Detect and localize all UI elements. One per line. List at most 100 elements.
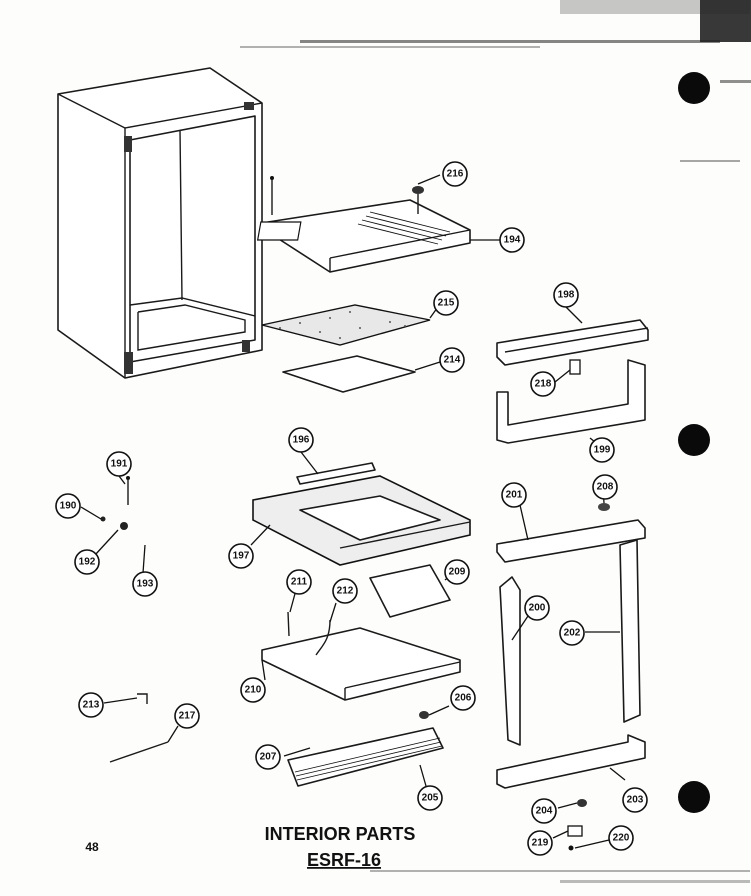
top-panel <box>496 319 649 366</box>
callout-label: 209 <box>449 567 466 578</box>
callout-label: 193 <box>137 579 154 590</box>
callout-label: 218 <box>535 379 552 390</box>
leader-line <box>142 544 146 574</box>
callout-202: 202 <box>559 620 585 646</box>
callout-label: 208 <box>597 482 614 493</box>
callout-212: 212 <box>332 578 358 604</box>
hose <box>315 619 331 656</box>
callout-200: 200 <box>524 595 550 621</box>
callout-205: 205 <box>417 785 443 811</box>
callout-label: 210 <box>245 685 262 696</box>
page-title: INTERIOR PARTS <box>265 824 416 844</box>
leader-line <box>250 524 271 546</box>
callout-217: 217 <box>174 703 200 729</box>
evaporator-shelf <box>252 462 471 566</box>
clip <box>569 359 581 375</box>
callout-label: 217 <box>179 711 196 722</box>
leader-line <box>103 697 138 704</box>
leader-line <box>167 725 179 743</box>
callout-210: 210 <box>240 677 266 703</box>
scan-noise-bottom <box>370 870 750 883</box>
callout-206: 206 <box>450 685 476 711</box>
screw <box>568 845 574 851</box>
door-top-strip <box>496 519 646 563</box>
leader-line <box>283 747 311 757</box>
callout-label: 192 <box>79 557 96 568</box>
callout-191: 191 <box>106 451 132 477</box>
callout-label: 216 <box>447 169 464 180</box>
callout-label: 204 <box>536 806 553 817</box>
callout-label: 203 <box>627 795 644 806</box>
callout-label: 194 <box>504 235 521 246</box>
leader-line <box>94 529 119 556</box>
tray <box>261 627 461 701</box>
callout-218: 218 <box>530 371 556 397</box>
page-number: 48 <box>85 840 99 854</box>
hole-punch <box>678 781 710 813</box>
leader-line <box>565 306 583 324</box>
drawer-front <box>287 727 444 787</box>
callout-label: 211 <box>291 577 308 588</box>
glass-panel <box>282 355 416 393</box>
callout-label: 219 <box>532 838 549 849</box>
callout-label: 212 <box>337 586 354 597</box>
cabinet-shell <box>57 67 263 379</box>
callout-label: 205 <box>422 793 439 804</box>
leader-line <box>300 451 319 475</box>
hole-punch <box>678 72 710 104</box>
leader-line <box>414 361 441 371</box>
callout-label: 206 <box>455 693 472 704</box>
leader-line <box>428 705 450 716</box>
callout-label: 190 <box>60 501 77 512</box>
callout-204: 204 <box>531 798 557 824</box>
washer <box>120 522 128 530</box>
upper-shelf <box>256 176 471 273</box>
callout-label: 199 <box>594 445 611 456</box>
right-side-panel <box>619 539 641 723</box>
door-shelf <box>496 734 646 789</box>
latch <box>419 711 429 719</box>
leader-line <box>557 802 578 809</box>
callout-208: 208 <box>592 474 618 500</box>
drawer-cover <box>369 564 451 618</box>
callout-label: 214 <box>444 355 461 366</box>
callout-label: 220 <box>613 833 630 844</box>
callout-label: 201 <box>506 490 523 501</box>
leader-line <box>609 767 626 781</box>
callout-193: 193 <box>132 571 158 597</box>
leader-line <box>554 369 571 383</box>
washer <box>577 799 587 807</box>
callout-220: 220 <box>608 825 634 851</box>
callout-219: 219 <box>527 830 553 856</box>
callout-label: 200 <box>529 603 546 614</box>
callout-label: 207 <box>260 752 277 763</box>
callout-label: 198 <box>558 290 575 301</box>
leader-line <box>80 506 102 520</box>
left-side-panel <box>499 576 521 746</box>
callout-207: 207 <box>255 744 281 770</box>
callout-203: 203 <box>622 787 648 813</box>
rod <box>109 741 169 763</box>
callout-201: 201 <box>501 482 527 508</box>
bottom-panel <box>496 359 646 444</box>
callout-label: 202 <box>564 628 581 639</box>
leader-line <box>417 174 441 185</box>
leader-line <box>552 830 569 839</box>
leader-line <box>511 615 529 641</box>
leader-line <box>519 504 529 541</box>
callout-199: 199 <box>589 437 615 463</box>
callout-215: 215 <box>433 290 459 316</box>
callout-209: 209 <box>444 559 470 585</box>
hole-punch <box>678 424 710 456</box>
scan-noise-top <box>240 0 751 162</box>
callout-214: 214 <box>439 347 465 373</box>
screw-head <box>126 476 130 480</box>
callout-198: 198 <box>553 282 579 308</box>
callout-label: 213 <box>83 700 100 711</box>
callout-216: 216 <box>442 161 468 187</box>
leader-line <box>118 475 126 485</box>
callout-197: 197 <box>228 543 254 569</box>
leader-line <box>261 659 266 681</box>
